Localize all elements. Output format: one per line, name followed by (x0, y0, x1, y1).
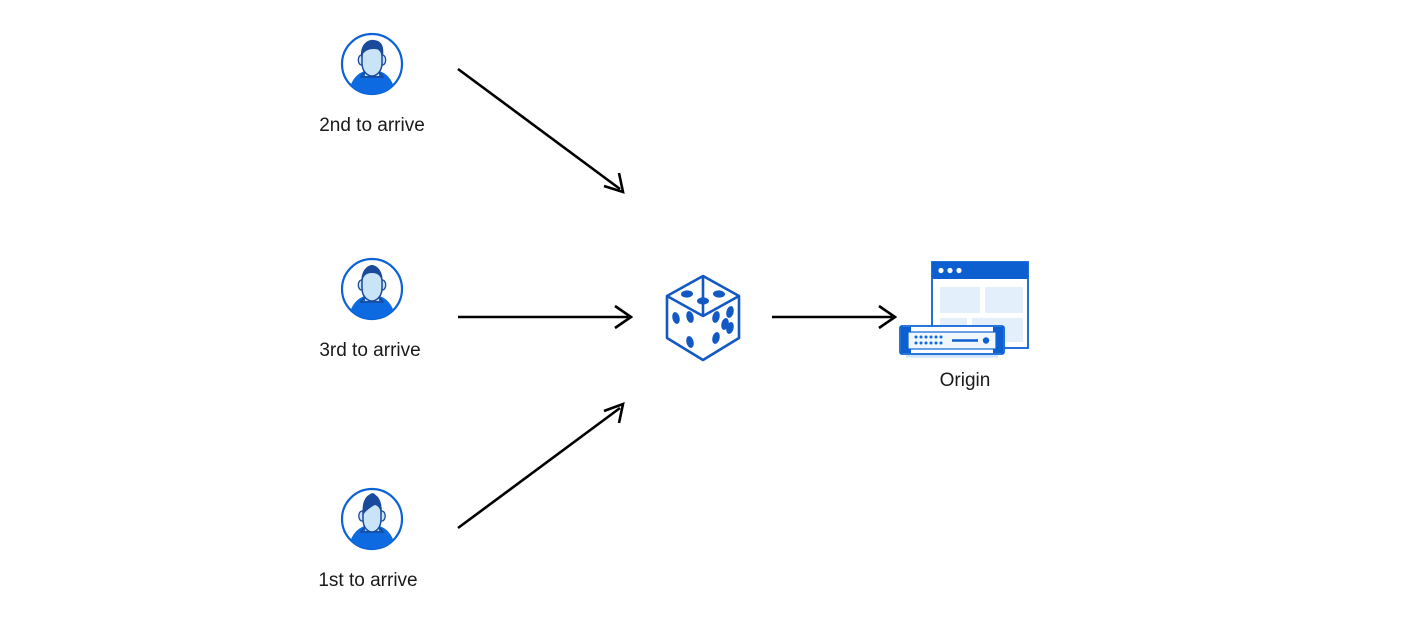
server-device-icon (899, 325, 1005, 358)
node-label-visitor-3rd: 3rd to arrive (319, 340, 421, 361)
node-origin: Origin (896, 258, 1036, 391)
user-avatar-icon (340, 257, 404, 321)
arrow-dice-to-origin (772, 304, 898, 330)
node-label-origin: Origin (939, 370, 991, 391)
node-label-visitor-2nd: 2nd to arrive (319, 115, 425, 136)
arrow-3rd-to-dice (458, 304, 634, 330)
node-dice (662, 272, 744, 369)
node-visitor-1st: 1st to arrive (318, 485, 418, 591)
origin-server-icon (899, 261, 1029, 358)
arrow-1st-to-dice (457, 401, 625, 530)
dice-icon (665, 274, 741, 362)
user-avatar-icon (340, 487, 404, 551)
user-avatar-icon (340, 32, 404, 96)
node-visitor-2nd: 2nd to arrive (319, 30, 425, 136)
node-visitor-3rd: 3rd to arrive (319, 255, 421, 361)
node-label-visitor-1st: 1st to arrive (318, 570, 418, 591)
